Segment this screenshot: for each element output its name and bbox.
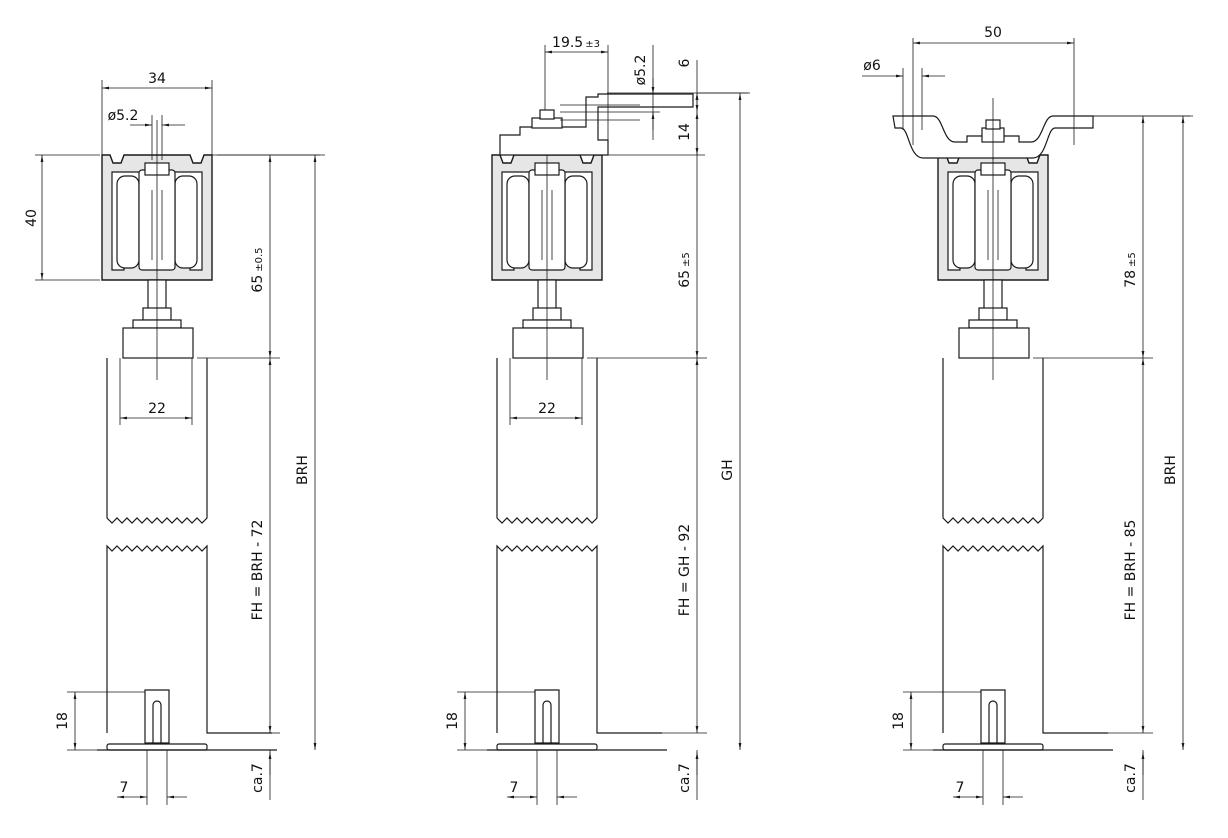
hole-label: ø6 <box>863 58 881 74</box>
fh-formula: FH = BRH - 85 <box>1123 520 1139 621</box>
guide-width-label: 7 <box>510 780 519 796</box>
floor-guide-base <box>942 743 1044 751</box>
hole-label: ø5.2 <box>108 108 139 124</box>
plate-width-label: 22 <box>148 401 166 417</box>
height-label: 40 <box>24 209 40 227</box>
roller-left <box>116 175 140 269</box>
offset-tolerance: ±3 <box>585 39 600 50</box>
floor-guide <box>534 689 560 744</box>
roller-right <box>174 175 198 269</box>
floor-guide-slot <box>152 700 162 750</box>
floor-guide <box>980 689 1006 744</box>
floor-guide-slot <box>542 700 552 750</box>
top-height-tolerance: ±0.5 <box>254 247 265 271</box>
door-lower <box>942 544 1108 734</box>
hanger-assembly-3 <box>933 120 1113 751</box>
door-panel <box>496 358 662 734</box>
flange-bracket <box>892 98 1094 160</box>
roller-right <box>564 175 588 269</box>
guide-width-label: 7 <box>120 780 129 796</box>
top-height-label: 65 ±0.5 <box>250 247 266 292</box>
guide-height-label: 18 <box>891 712 907 730</box>
door-panel <box>942 358 1108 734</box>
hanger-assembly-2 <box>487 120 667 751</box>
floor-guide-slot <box>988 700 998 750</box>
width-label: 34 <box>148 71 166 87</box>
span-label: 50 <box>984 25 1002 41</box>
fh-formula: FH = GH - 92 <box>677 524 693 616</box>
dimensions-view-1: 65 ±0.5 FH = BRH - 72 BRH ca.7 18 7 22 34 ø5.2 40 <box>24 71 325 805</box>
total-height-label: BRH <box>295 455 311 485</box>
floor-gap-label: ca.7 <box>677 763 693 793</box>
floor-guide-base <box>106 743 208 751</box>
floor-gap-label: ca.7 <box>250 763 266 793</box>
hole-label: ø5.2 <box>633 55 649 86</box>
roller-right <box>1010 175 1034 269</box>
guide-width-label: 7 <box>956 780 965 796</box>
top-height-value: 65 <box>250 275 266 293</box>
top-height-label: 65±5 <box>677 252 693 288</box>
top-height-tolerance: ±5 <box>681 252 692 267</box>
bracket-top-label: 6 <box>677 58 693 67</box>
door-upper <box>496 358 598 524</box>
bracket-bolt <box>539 109 555 120</box>
fh-formula: FH = BRH - 72 <box>250 520 266 621</box>
door-lower <box>106 544 272 734</box>
ceiling-bracket <box>499 93 694 156</box>
hanger-assembly-1 <box>97 120 277 751</box>
guide-height-label: 18 <box>55 712 71 730</box>
bracket-plate <box>499 93 694 156</box>
guide-height-label: 18 <box>445 712 461 730</box>
top-height-value: 78 <box>1123 270 1139 288</box>
top-height-value: 65 <box>677 270 693 288</box>
plate-width-label: 22 <box>538 401 556 417</box>
floor-gap-label: ca.7 <box>1123 763 1139 793</box>
total-height-label: GH <box>720 459 736 480</box>
offset-value: 19.5 <box>552 35 583 51</box>
roller-left <box>952 175 976 269</box>
door-lower <box>496 544 662 734</box>
total-height-label: BRH <box>1163 455 1179 485</box>
door-panel <box>106 358 272 734</box>
door-plate <box>122 327 194 359</box>
door-plate <box>958 327 1030 359</box>
floor-guide <box>144 689 170 744</box>
floor-guide-base <box>496 743 598 751</box>
roller-left <box>506 175 530 269</box>
door-upper <box>106 358 208 524</box>
bracket-body-label: 14 <box>677 123 693 141</box>
door-plate <box>512 327 584 359</box>
top-height-tolerance: ±5 <box>1127 252 1138 267</box>
offset-label: 19.5±3 <box>552 35 600 51</box>
top-height-label: 78±5 <box>1123 252 1139 288</box>
door-upper <box>942 358 1044 524</box>
